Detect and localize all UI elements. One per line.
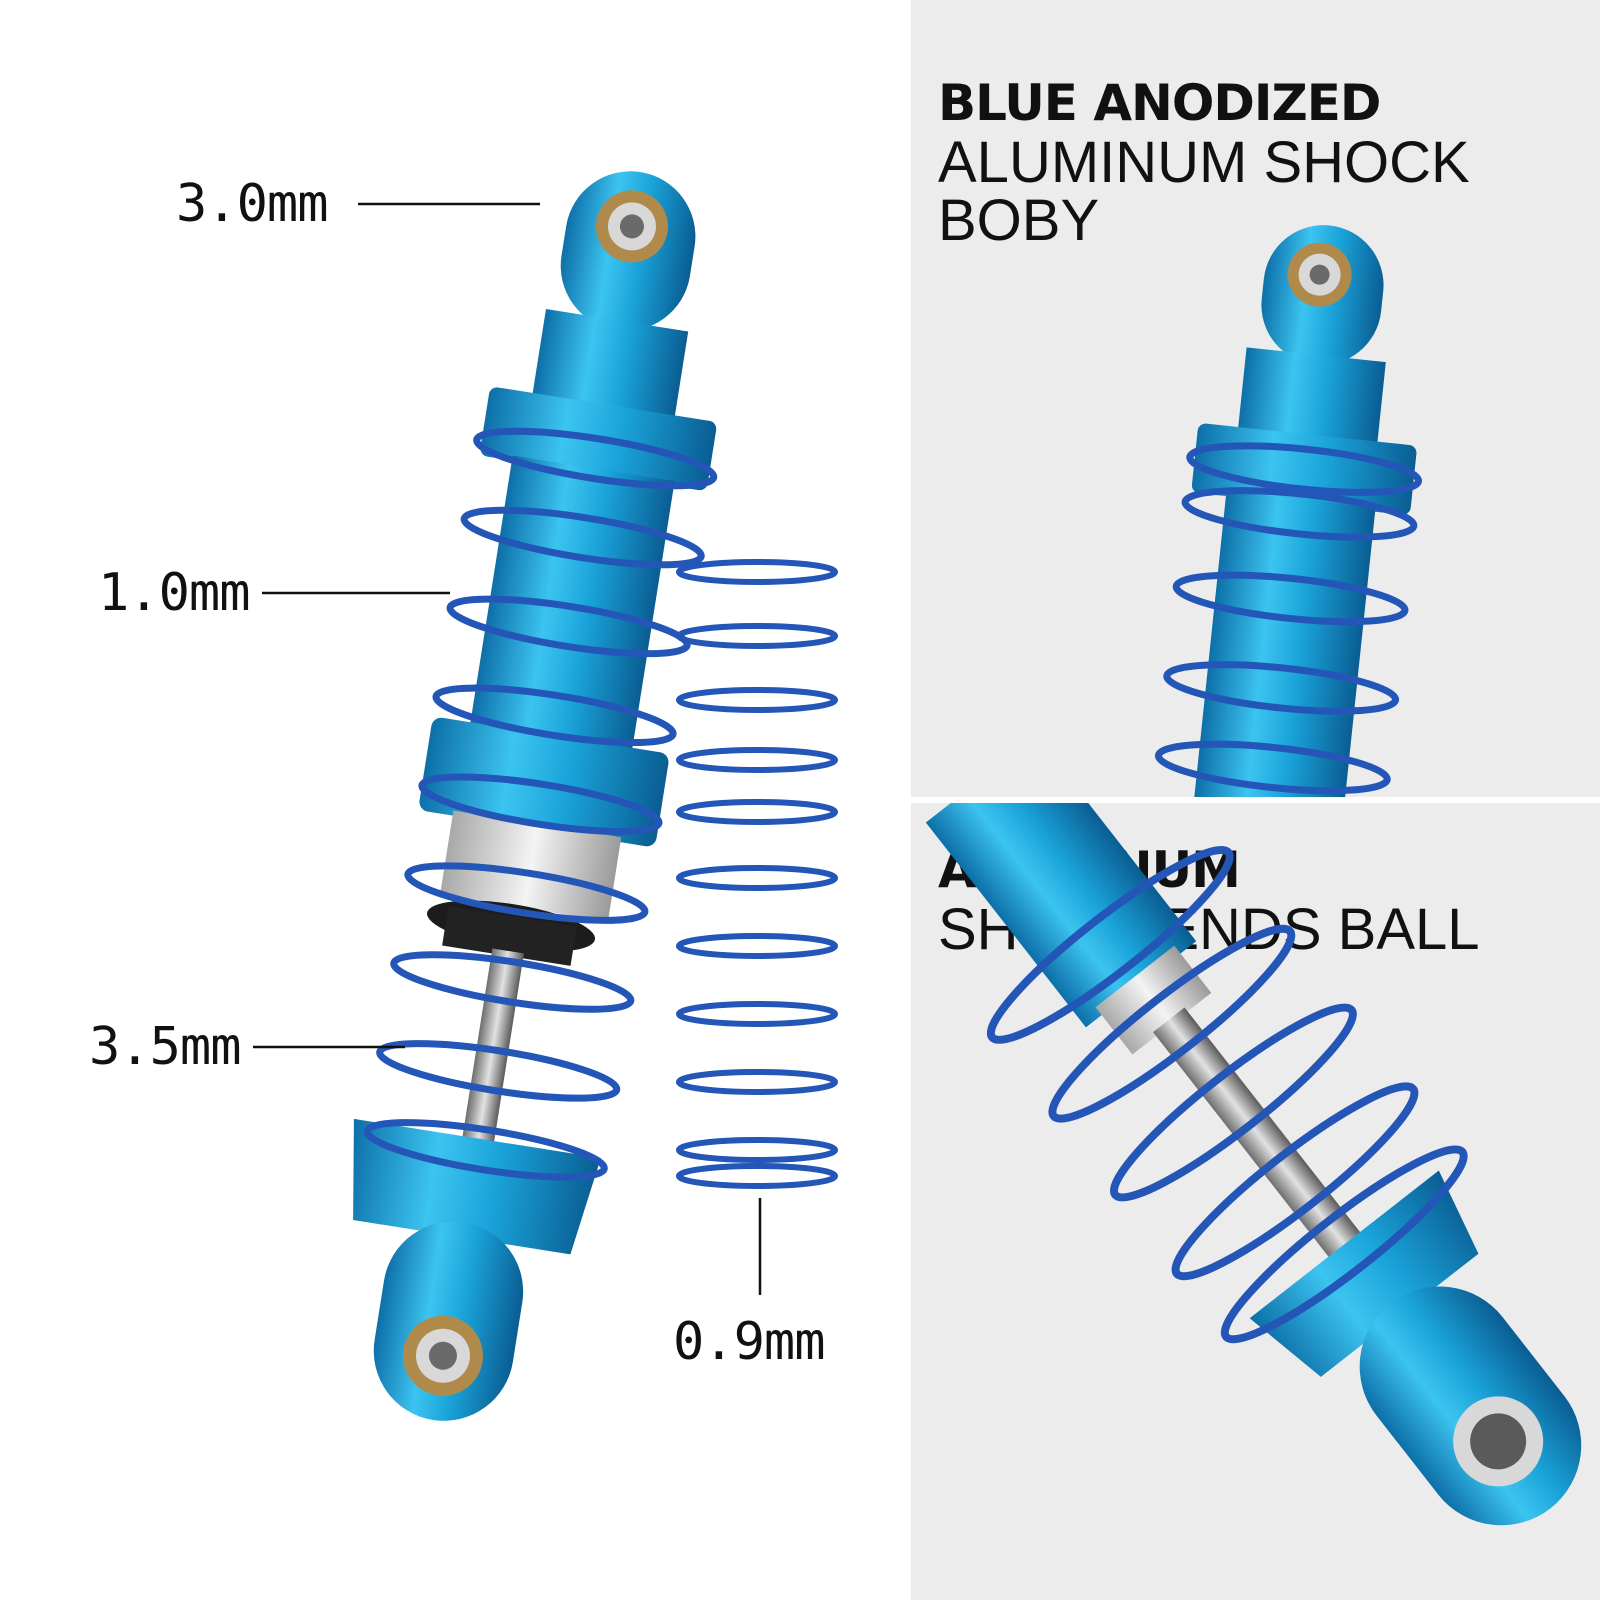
horizontal-divider [911, 797, 1600, 803]
shock-body [465, 455, 675, 778]
shock-closeup-top [1154, 225, 1423, 797]
feature-panel-body: BLUE ANODIZED ALUMINUM SHOCK BOBY [911, 0, 1600, 797]
feature-subtitle-body: ALUMINUM SHOCK BOBY [938, 130, 1470, 253]
dimension-spare-spring-wire: 0.9mm [673, 1312, 826, 1372]
feature-heading-body: BLUE ANODIZED ALUMINUM SHOCK BOBY [938, 78, 1600, 250]
vertical-divider [905, 0, 911, 1600]
left-panel: 3.0mm 1.0mm 3.5mm 0.9mm [89, 171, 838, 1421]
assembled-shock [353, 171, 718, 1421]
shock-closeup-bottom [925, 803, 1582, 1526]
upper-body [531, 308, 689, 421]
dimension-spring-wire: 1.0mm [98, 563, 251, 623]
dimension-shaft: 3.5mm [89, 1017, 242, 1077]
feature-panel-ends: ALUMINUM SHOCK ENDS BALL [911, 803, 1600, 1600]
feature-title-body: BLUE ANODIZED [938, 74, 1381, 132]
shock-illustration [253, 171, 838, 1421]
spare-spring [676, 559, 838, 1189]
shock-spring [363, 427, 718, 1181]
leader-lines [253, 202, 762, 1295]
dimension-eye-bore: 3.0mm [176, 174, 329, 234]
seal-cap [440, 810, 622, 922]
